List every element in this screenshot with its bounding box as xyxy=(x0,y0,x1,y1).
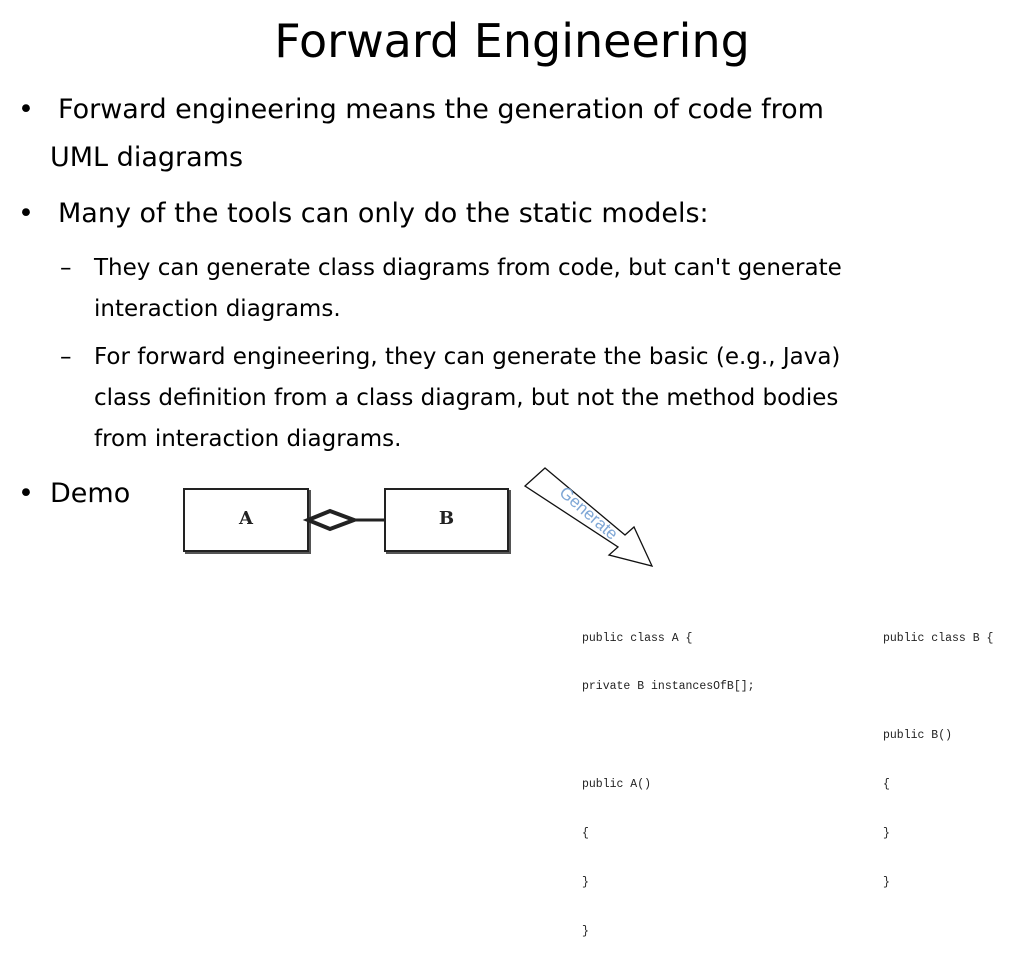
sub-bullet-2-line-2: class definition from a class diagram, b… xyxy=(94,385,839,411)
code-line: } xyxy=(883,876,890,890)
code-line: { xyxy=(582,827,589,841)
code-line xyxy=(582,728,755,744)
sub-bullet-1: – They can generate class diagrams from … xyxy=(60,248,842,330)
code-block-class-b: public class B { public B() { } } xyxy=(883,598,993,908)
code-line: public class A { xyxy=(582,631,693,645)
code-line: } xyxy=(582,876,589,890)
generate-arrow-icon xyxy=(523,467,654,567)
bullet-1-line-1: Forward engineering means the generation… xyxy=(58,94,824,125)
sub-bullet-2-line-1: For forward engineering, they can genera… xyxy=(94,344,841,370)
bullet-marker: • xyxy=(18,198,34,229)
sub-bullet-marker: – xyxy=(60,255,72,281)
code-block-class-a: public class A { private B instancesOfB[… xyxy=(582,598,755,957)
bullet-3: • Demo xyxy=(18,470,130,518)
code-line: } xyxy=(883,827,890,841)
code-line: private B instancesOfB[]; xyxy=(582,680,755,694)
sub-bullet-1-line-1: They can generate class diagrams from co… xyxy=(94,255,842,281)
bullet-2: • Many of the tools can only do the stat… xyxy=(18,190,709,238)
bullet-1: • Forward engineering means the generati… xyxy=(18,86,824,182)
bullet-3-line-1: Demo xyxy=(50,478,131,509)
code-line: } xyxy=(582,924,589,938)
bullet-1-line-2: UML diagrams xyxy=(50,142,244,173)
code-line: public B() xyxy=(883,729,953,743)
sub-bullet-1-line-2: interaction diagrams. xyxy=(94,296,341,322)
code-line: public class B { xyxy=(883,631,994,645)
bullet-2-line-1: Many of the tools can only do the static… xyxy=(58,198,709,229)
aggregation-connector xyxy=(302,508,386,532)
bullet-marker: • xyxy=(18,94,34,125)
generate-arrow: Generate xyxy=(523,467,654,567)
bullet-marker: • xyxy=(18,478,34,509)
code-line xyxy=(883,679,993,695)
code-line: { xyxy=(883,778,890,792)
sub-bullet-marker: – xyxy=(60,344,72,370)
sub-bullet-2: – For forward engineering, they can gene… xyxy=(60,337,840,460)
code-line: public A() xyxy=(582,778,652,792)
sub-bullet-2-line-3: from interaction diagrams. xyxy=(94,426,402,452)
uml-class-a: A xyxy=(183,488,309,552)
uml-class-b: B xyxy=(384,488,509,552)
aggregation-diamond-icon xyxy=(302,508,360,532)
slide-title: Forward Engineering xyxy=(274,14,750,68)
